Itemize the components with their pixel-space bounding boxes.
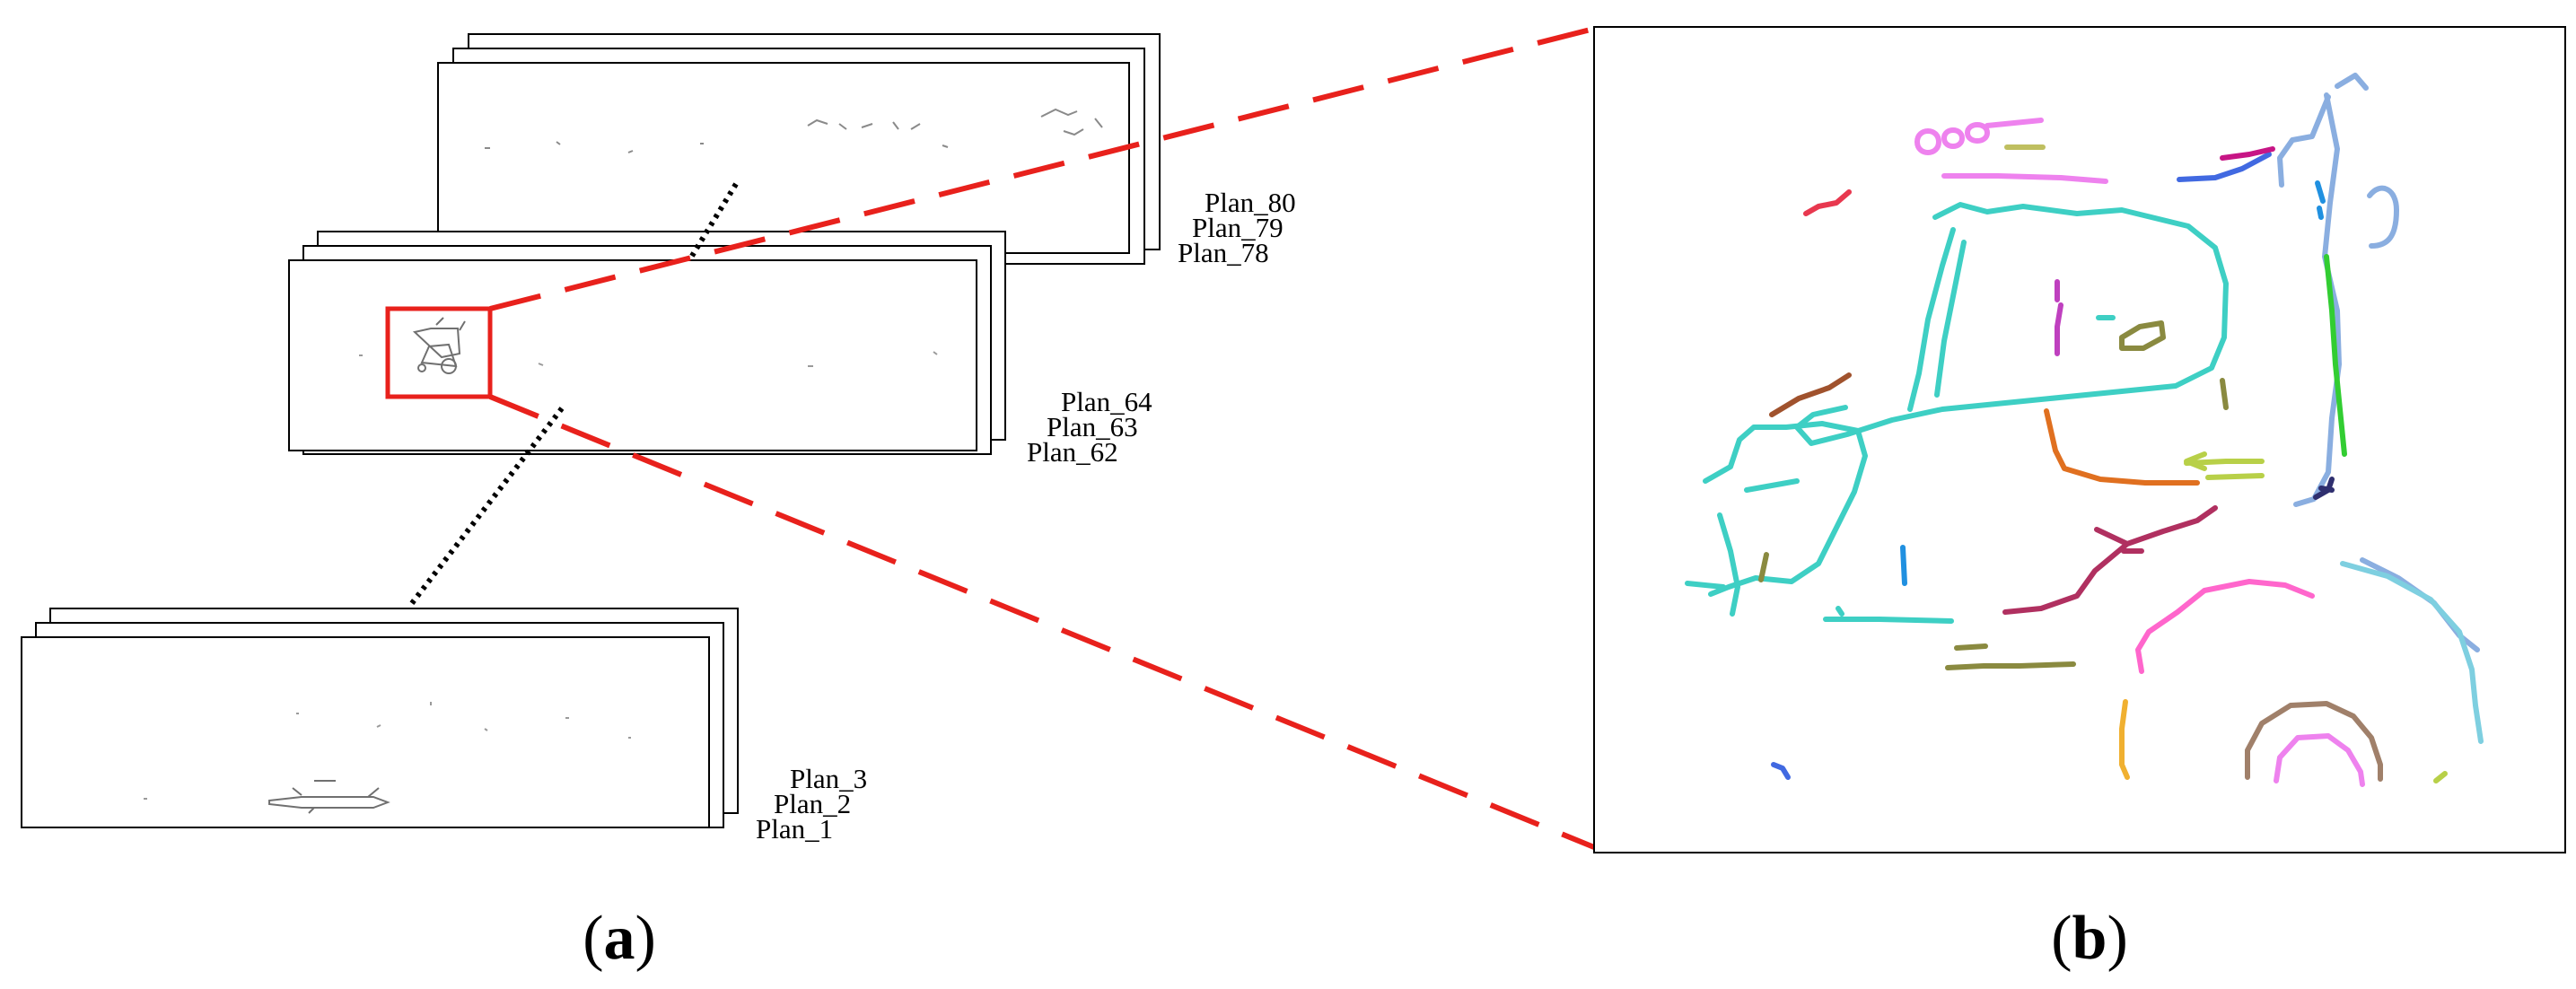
stack-top [437,33,1161,265]
plan-label-78: Plan_78 [1178,237,1269,268]
contour-blue-small [2315,180,2326,220]
contour-brown [1769,372,1852,417]
plan-label-2: Plan_2 [774,788,851,819]
contour-pink-bar [1941,173,2108,184]
contour-sky-arc [2340,561,2484,744]
zoom-line-top [489,26,1595,311]
contour-gray-brown [1945,643,2076,670]
plan-label-3: Plan_3 [790,763,867,794]
contour-dark-purple [2313,477,2335,500]
contour-gold [2119,699,2130,780]
contour-magenta-bar [2220,146,2275,161]
stack-mid [288,231,1006,455]
contour-cabin-roof [1794,202,2229,446]
tractor-thumbnail [412,317,466,374]
contour-red [1803,189,1852,216]
caption-b: (b) [2051,904,2128,973]
contour-maroon [2002,505,2218,615]
plan-label-62: Plan_62 [1027,436,1118,468]
stack-top-edge-specks [485,108,1103,153]
stack-bottom [21,608,739,828]
contour-wheel-outer [2245,701,2383,782]
stack-bottom-specks [144,702,631,800]
plan-label-79: Plan_79 [1192,212,1284,243]
plan-label-1: Plan_1 [756,813,833,845]
contour-orange [2044,408,2200,486]
aircraft-thumbnail [268,780,390,814]
zoom-box [385,306,493,399]
plan-label-63: Plan_63 [1047,411,1138,442]
contour-purple-vertical [2055,279,2063,356]
plan-label-64: Plan_64 [1061,386,1152,417]
contour-cabin-door [1685,421,1868,617]
contour-olive-short [1758,378,2229,582]
segmented-contours [1685,73,2484,787]
contour-green-arrow [2184,451,2265,480]
stack-top-front-frame [437,62,1130,254]
connector-top-mid [687,182,739,262]
caption-a: (a) [583,904,656,973]
contour-lower-line [1823,617,1954,624]
panel-b-frame [1593,26,2566,853]
contour-wheel-inner [2274,733,2365,787]
connector-mid-bottom [407,407,565,608]
contour-blue-hook [2277,73,2369,188]
contour-pink-loops [1914,118,2044,155]
stack-mid-front-frame [288,259,977,451]
zoom-line-bottom [488,394,1596,850]
contour-yellowgreen-dot [2433,771,2448,783]
contour-navy-dot [1771,762,1791,780]
contour-green-vertical [2324,254,2347,457]
panel-a: Plan_80 Plan_79 Plan_78 Plan_64 Plan_63 … [21,33,1296,973]
panel-b: (b) [1593,26,2566,973]
contour-blue-vertical [2293,92,2342,507]
contour-pink-arch [2135,579,2315,674]
contour-cyan-short [1900,545,1907,586]
contour-blue-loop [2367,185,2399,249]
plan-label-80: Plan_80 [1205,187,1296,218]
contour-olive-eye [2119,320,2166,351]
stack-mid-specks [359,351,938,367]
stack-bottom-front-frame [21,636,710,828]
contour-navy-bar [2177,152,2272,182]
contour-cabin-pillar [1907,227,1967,412]
